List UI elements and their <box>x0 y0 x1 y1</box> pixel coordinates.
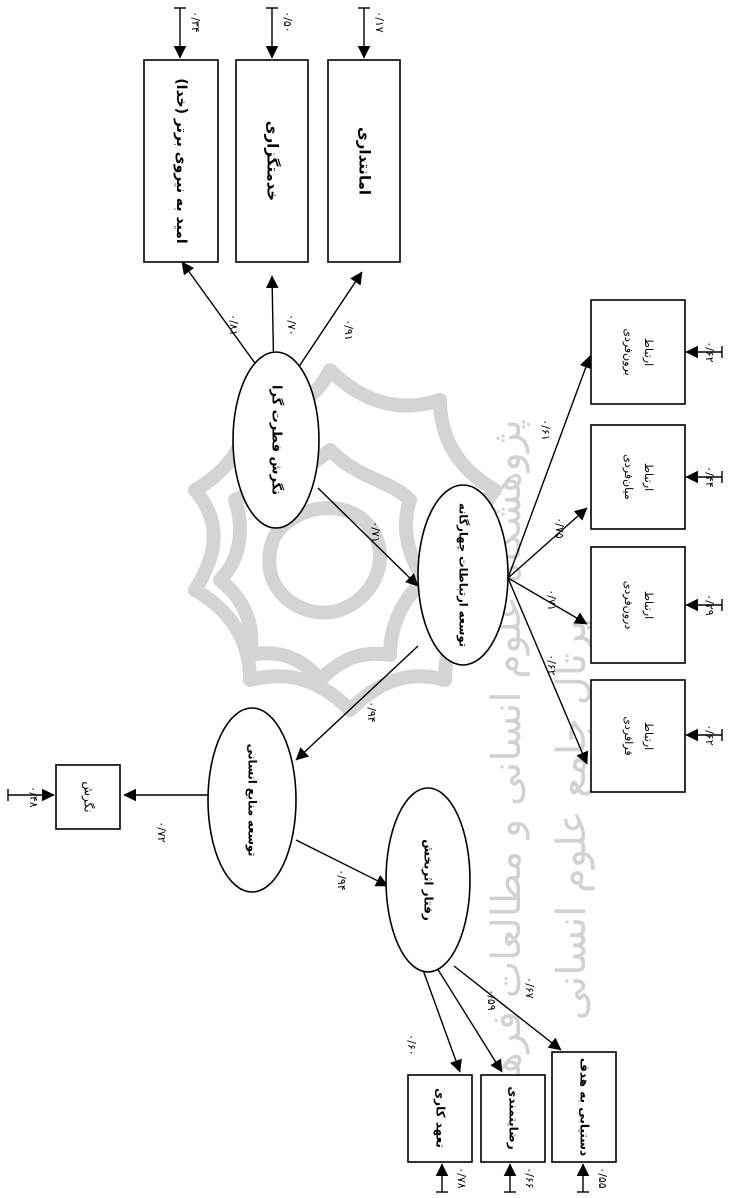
error-value-hope: ۰/۳۴ <box>189 11 202 33</box>
top-indicator-service: خدمتگزاری <box>235 59 309 263</box>
path-value-communication-hr: ۰/۹۴ <box>365 701 378 723</box>
indicator-label-trust: امانتداری <box>356 127 374 195</box>
indicator-trans-line2: فرافردی <box>622 716 635 755</box>
loading-value-commitment: ۰/۶۰ <box>405 1034 418 1055</box>
edge-communication-hr <box>295 645 419 761</box>
indicator-label-goal: دستیابی به هدف <box>578 1058 592 1156</box>
latent-label-behavior: رفتار اثربخش <box>422 839 436 921</box>
indicator-commitment: تعهد کاری <box>407 1074 473 1163</box>
latent-label-hr: توسعه منابع انسانی <box>245 744 260 857</box>
indicator-intra-personal: ارتباط درون‌فردی <box>590 546 686 664</box>
indicator-label-hope: امید به نیروی برتر (خدا) <box>173 78 189 243</box>
indicator-inter-line2: میان‌فردی <box>622 454 635 500</box>
loading-value-trans: ۰/۶۲ <box>545 654 558 676</box>
edge-behavior-commitment <box>422 969 462 1073</box>
error-value-extra: ۰/۶۲ <box>703 341 716 363</box>
loading-value-intra: ۰/۷۱ <box>545 589 558 610</box>
latent-behavior: رفتار اثربخش <box>385 787 471 973</box>
indicator-trans-personal: ارتباط فرافردی <box>590 679 686 793</box>
top-indicator-hope: امید به نیروی برتر (خدا) <box>143 59 219 263</box>
indicator-label-commitment: تعهد کاری <box>434 1088 448 1148</box>
loading-value-goal: ۰/۶۷ <box>523 977 536 999</box>
indicator-intra-line2: درون‌فردی <box>622 581 635 630</box>
path-value-hr-attitude: ۰/۷۲ <box>155 821 168 843</box>
latent-fitrah: نگرش فطرت گرا <box>232 351 320 529</box>
error-value-satisfaction: ۰/۶۶ <box>523 1167 536 1188</box>
latent-label-fitrah: نگرش فطرت گرا <box>269 385 285 495</box>
loading-value-extra: ۰/۶۱ <box>539 419 552 440</box>
indicator-extra-line2: برون‌فردی <box>622 328 635 375</box>
edge-communication-extra <box>507 355 592 579</box>
error-value-trans: ۰/۶۲ <box>703 724 716 746</box>
edge-behavior-goal <box>453 965 562 1051</box>
indicator-label-service: خدمتگزاری <box>264 121 282 201</box>
indicator-satisfaction: رضایتمندی <box>480 1074 546 1163</box>
latent-hr: توسعه منابع انسانی <box>207 707 297 893</box>
path-value-hr-behavior: ۰/۹۴ <box>335 869 348 891</box>
watermark-line2: پرتال جامع علوم انسانی <box>549 620 595 1021</box>
path-value-fitrah-communication: ۰/۷۱ <box>369 521 382 542</box>
indicator-attitude: نگرش <box>55 764 121 830</box>
error-value-inter: ۰/۴۴ <box>703 466 716 488</box>
loading-value-service: ۰/۷۰ <box>285 314 298 335</box>
indicator-inter-line1: ارتباط <box>642 463 655 491</box>
indicator-goal: دستیابی به هدف <box>551 1051 617 1163</box>
edge-hr-behavior <box>295 839 389 887</box>
edge-communication-inter <box>507 507 588 579</box>
loading-value-hope: ۰/۸۱ <box>227 314 240 335</box>
error-value-trust: ۰/۱۷ <box>373 11 386 33</box>
indicator-trans-line1: ارتباط <box>642 722 655 750</box>
loading-value-trust: ۰/۹۱ <box>342 319 355 340</box>
indicator-inter-personal: ارتباط میان‌فردی <box>590 424 686 530</box>
error-value-intra: ۰/۲۹ <box>703 594 716 616</box>
latent-communication: توسعه ارتباطات چهارگانه <box>417 484 509 666</box>
edge-communication-trans <box>507 577 589 765</box>
indicator-intra-line1: ارتباط <box>642 591 655 619</box>
edge-communication-intra <box>507 577 588 625</box>
error-value-service: ۰/۵۰ <box>281 11 294 32</box>
error-value-commitment: ۰/۷۸ <box>455 1167 468 1189</box>
indicator-extra-line1: ارتباط <box>642 338 655 366</box>
loading-value-inter: ۰/۷۵ <box>553 517 566 539</box>
latent-label-communication: توسعه ارتباطات چهارگانه <box>456 503 471 647</box>
loading-value-satisfaction: ۰/۵۹ <box>485 989 498 1011</box>
error-value-goal: ۰/۵۵ <box>596 1167 609 1189</box>
edge-behavior-satisfaction <box>436 967 503 1073</box>
indicator-label-attitude: نگرش <box>81 781 96 812</box>
error-value-attitude: ۰/۴۸ <box>27 786 40 808</box>
indicator-label-satisfaction: رضایتمندی <box>507 1086 521 1149</box>
top-indicator-trust: امانتداری <box>327 59 401 263</box>
indicator-extra-personal: ارتباط برون‌فردی <box>590 299 686 405</box>
edge-fitrah-communication <box>317 487 419 587</box>
